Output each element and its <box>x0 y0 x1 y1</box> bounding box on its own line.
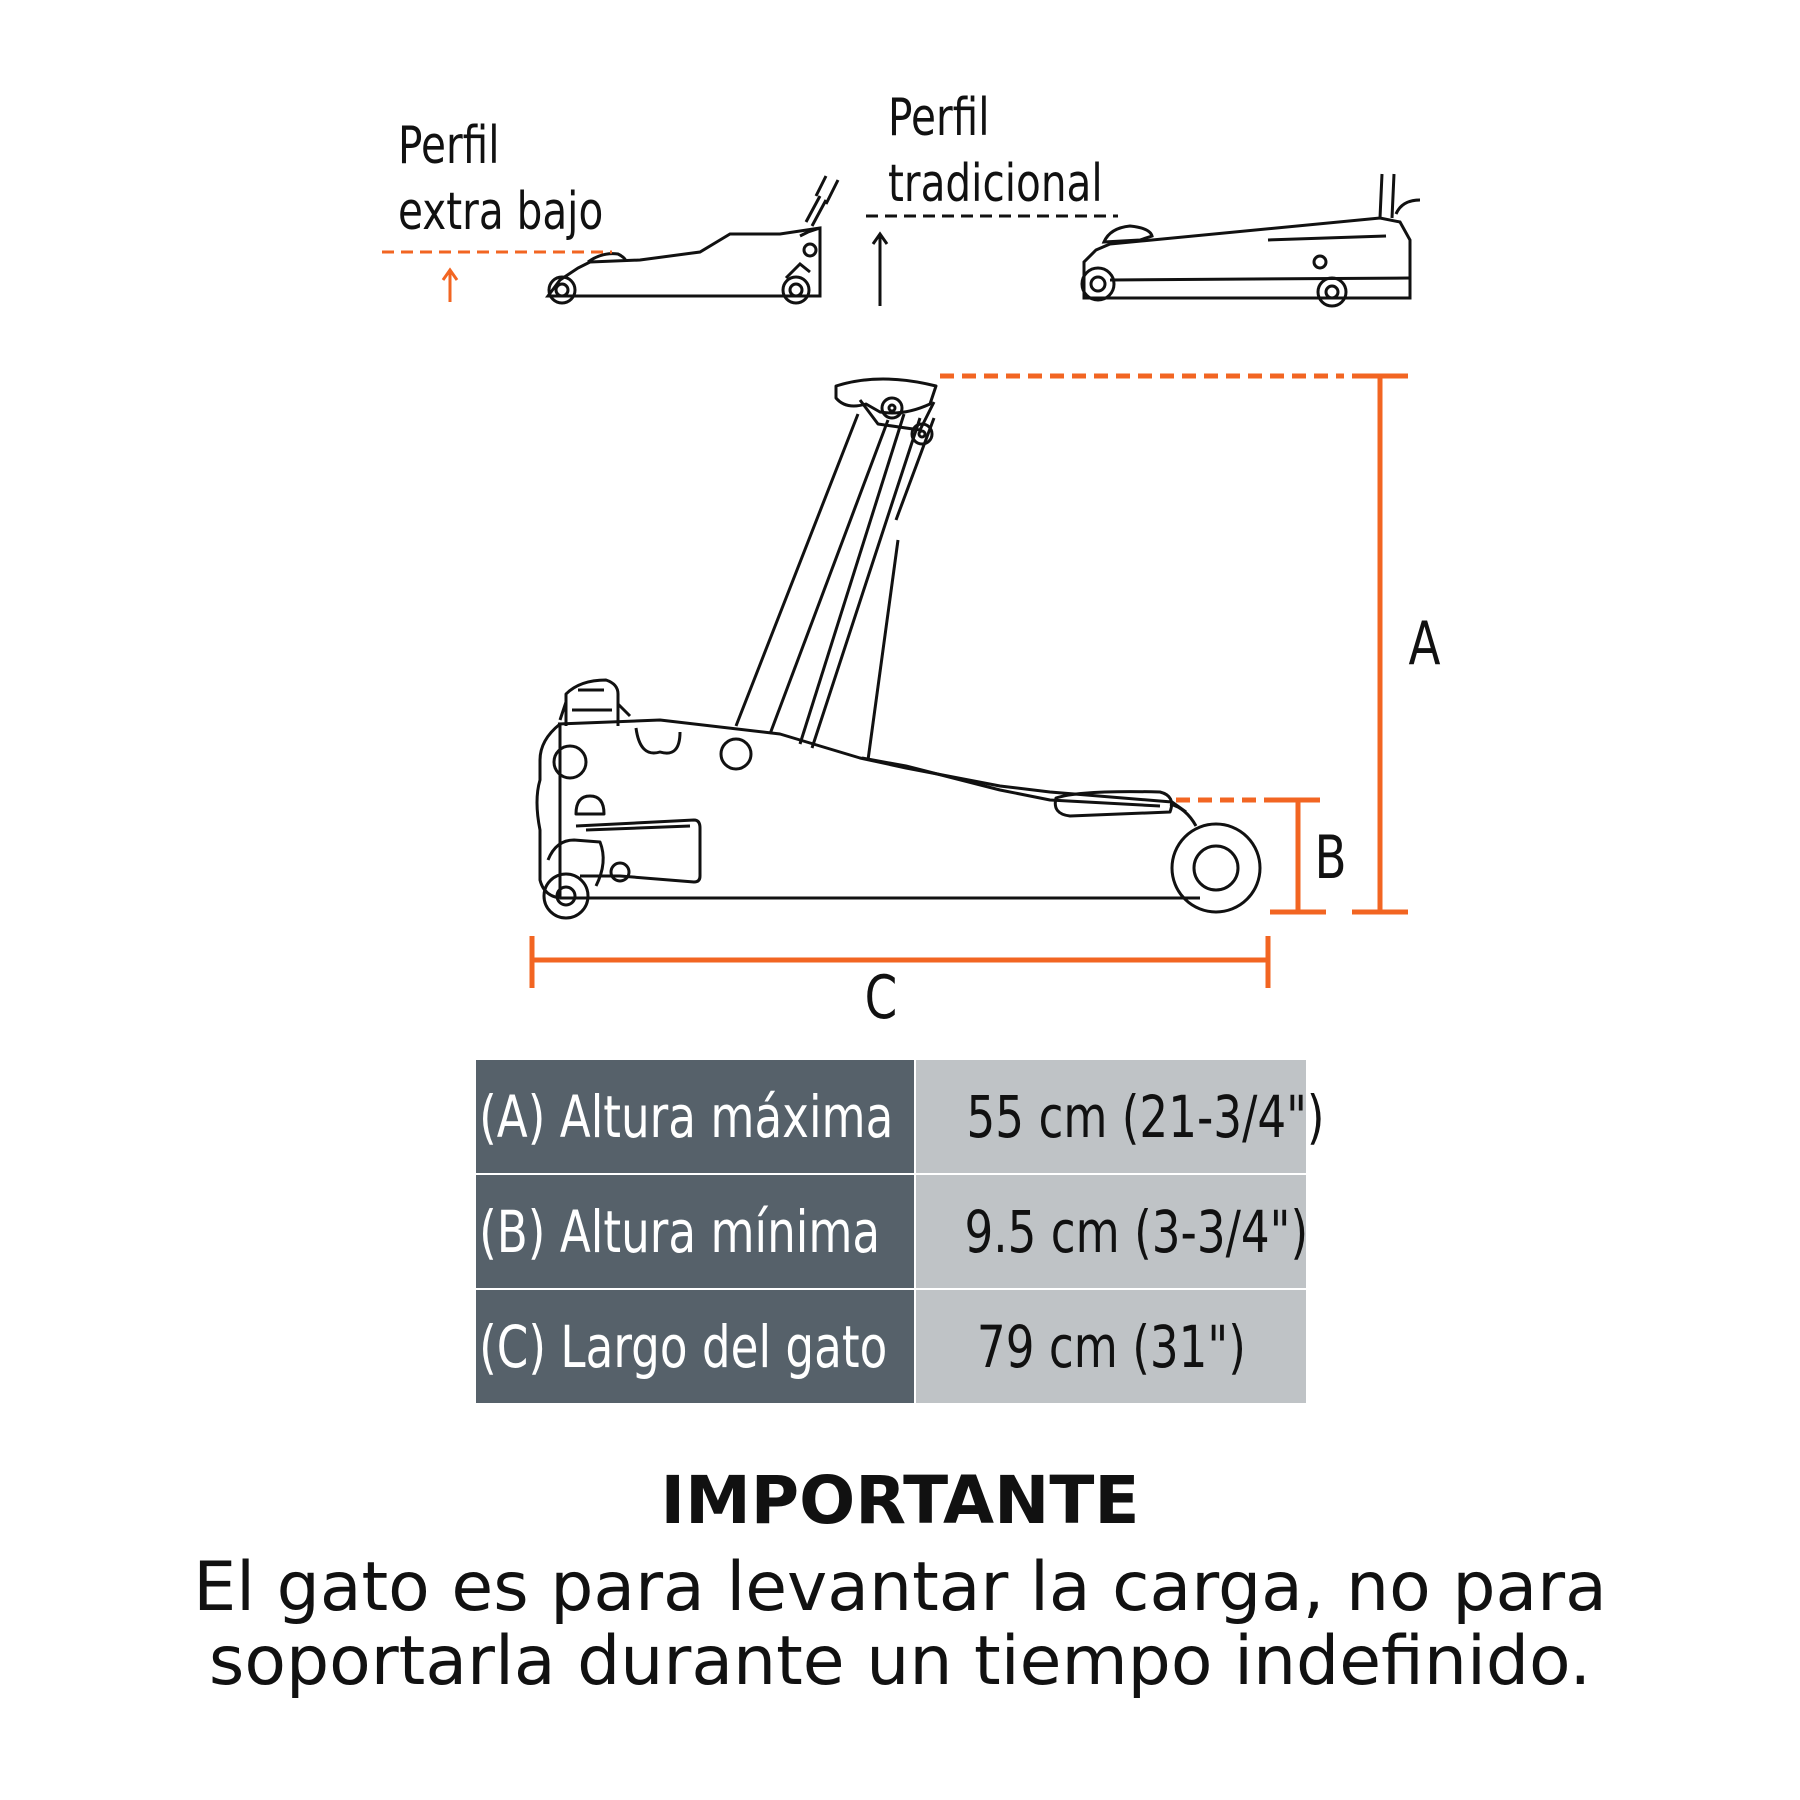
spec-key-a: (A) Altura máxima <box>476 1060 915 1175</box>
dimension-c <box>529 936 1271 988</box>
dimension-a <box>940 373 1408 915</box>
traditional-profile-label-line2: tradicional <box>888 154 1103 214</box>
spec-key-c: (C) Largo del gato <box>476 1289 915 1405</box>
traditional-profile-jack-icon <box>1080 173 1421 308</box>
note-title: IMPORTANTE <box>660 1462 1140 1539</box>
table-row: (C) Largo del gato 79 cm (31") <box>476 1289 1306 1405</box>
note-line-1: El gato es para levantar la carga, no pa… <box>193 1548 1607 1627</box>
dimension-c-label: C <box>864 963 898 1033</box>
low-profile-marker <box>382 250 612 302</box>
low-profile-label-line1: Perfil <box>398 116 500 176</box>
low-profile-jack-icon <box>545 175 840 305</box>
traditional-profile-label-line1: Perfil <box>888 88 990 148</box>
spec-table: (A) Altura máxima 55 cm (21-3/4") (B) Al… <box>476 1060 1325 1405</box>
dimension-b-label: B <box>1314 823 1347 893</box>
table-row: (A) Altura máxima 55 cm (21-3/4") <box>476 1060 1325 1175</box>
floor-jack-illustration <box>535 377 1262 920</box>
dimension-a-label: A <box>1408 609 1441 679</box>
spec-value-a: 55 cm (21-3/4") <box>914 1060 1325 1175</box>
spec-value-b: 9.5 cm (3-3/4") <box>914 1174 1308 1290</box>
spec-value-c: 79 cm (31") <box>914 1289 1306 1405</box>
low-profile-label-line2: extra bajo <box>398 182 604 242</box>
spec-key-b: (B) Altura mínima <box>476 1174 915 1290</box>
note-line-2: soportarla durante un tiempo indefinido. <box>208 1622 1592 1701</box>
table-row: (B) Altura mínima 9.5 cm (3-3/4") <box>476 1174 1308 1290</box>
traditional-profile-marker <box>866 214 1118 306</box>
dimension-b <box>1176 797 1326 915</box>
